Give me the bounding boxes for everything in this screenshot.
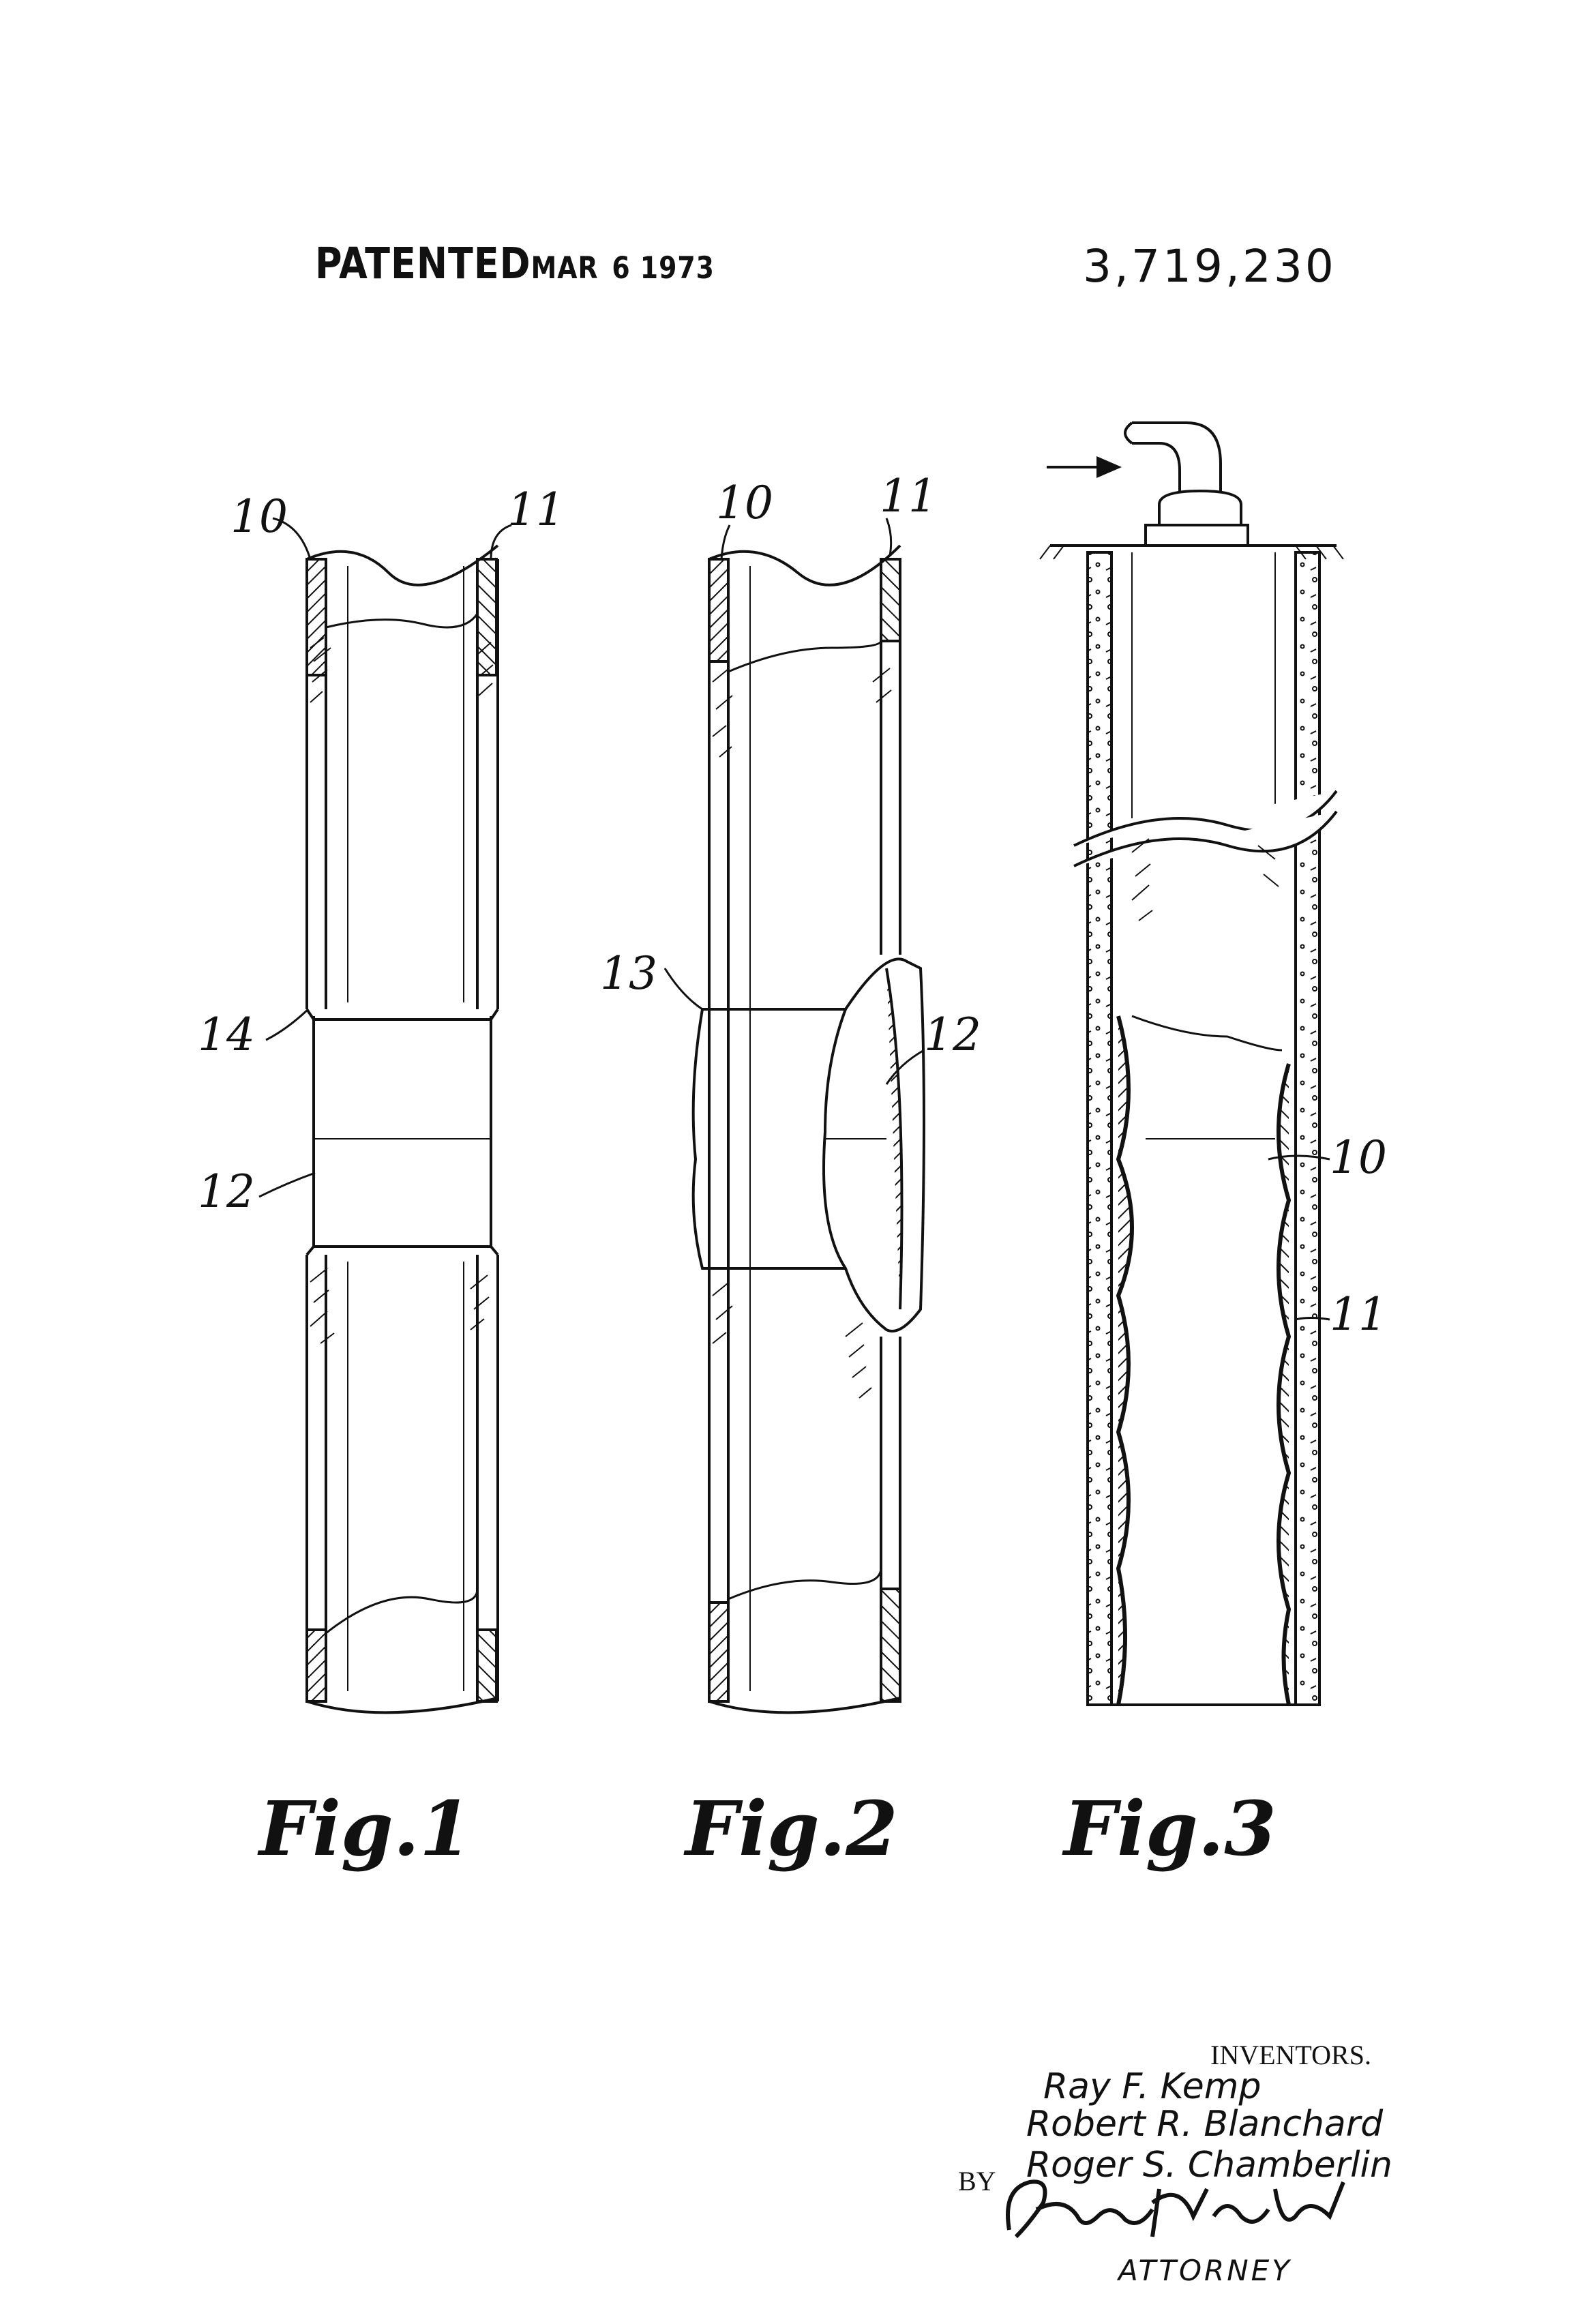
figure-3 [1040, 423, 1343, 1705]
inventor-name-1: Ray F. Kemp [1043, 2066, 1261, 2107]
fig2-label-12: 12 [924, 1009, 981, 1061]
fig3-label-10: 10 [1330, 1131, 1387, 1184]
figure-3-labels: 10 11 [1330, 1131, 1387, 1341]
fig3-caption: Fig.3 [1062, 1785, 1277, 1873]
attorney-signature [989, 2162, 1371, 2250]
figure-1-labels: 10 11 14 12 [198, 483, 565, 1218]
fig1-label-14: 14 [198, 1009, 255, 1061]
fig1-label-11: 11 [507, 483, 565, 536]
fig2-label-13: 13 [600, 947, 657, 1000]
fig1-label-12: 12 [198, 1165, 255, 1218]
fig1-caption: Fig.1 [257, 1785, 472, 1873]
inventor-name-2: Robert R. Blanchard [1026, 2104, 1383, 2145]
fig1-label-10: 10 [230, 490, 288, 543]
fig2-label-11: 11 [880, 470, 937, 522]
fig2-caption: Fig.2 [683, 1785, 898, 1873]
fig3-label-11: 11 [1330, 1288, 1387, 1341]
figure-2 [693, 546, 924, 1712]
figure-1 [307, 546, 498, 1712]
figure-2-labels: 10 11 13 12 [600, 470, 981, 1061]
attorney-label: ATTORNEY [1118, 2254, 1292, 2287]
fig2-label-10: 10 [716, 477, 773, 529]
